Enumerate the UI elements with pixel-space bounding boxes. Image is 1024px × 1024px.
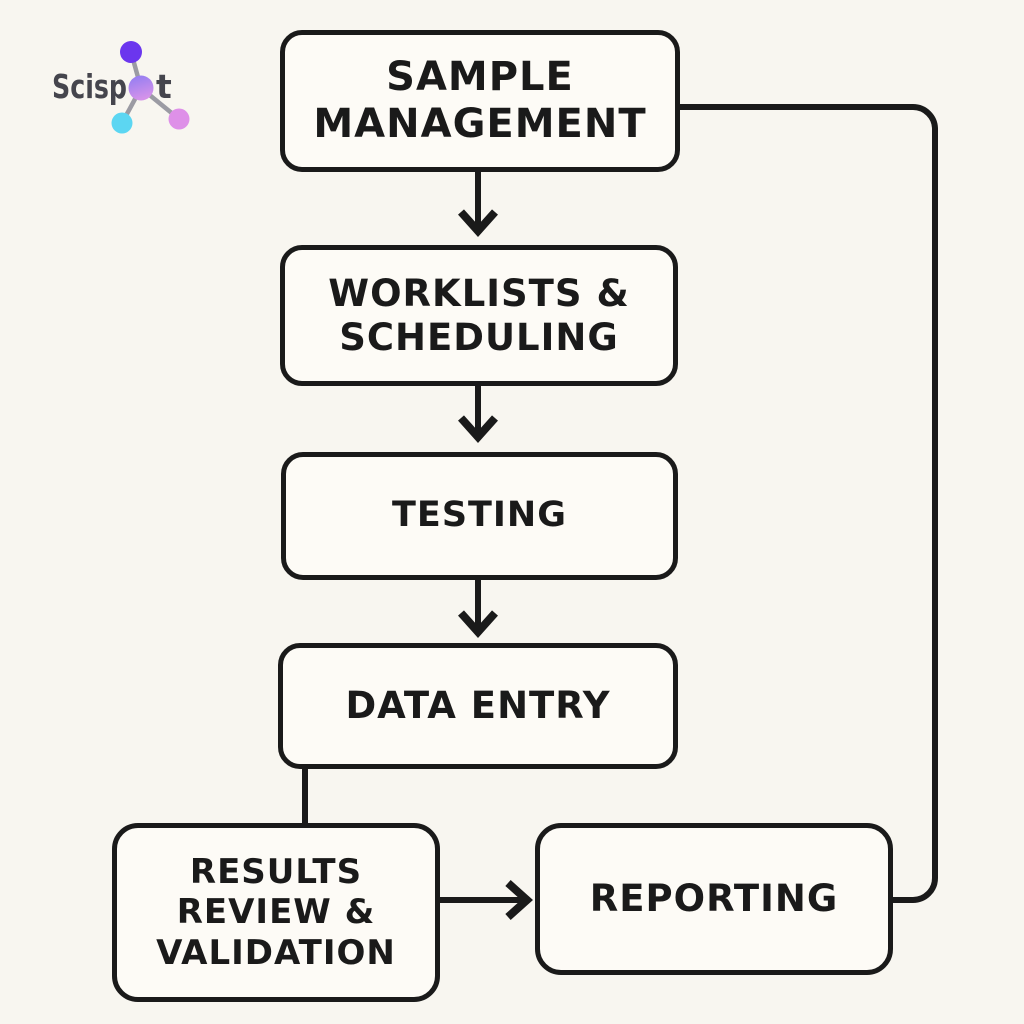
logo-text-before: Scisp xyxy=(52,67,127,106)
node-data-entry: DATA ENTRY xyxy=(278,643,678,769)
edge-results-to-reporting xyxy=(440,880,533,920)
node-testing: TESTING xyxy=(281,452,678,580)
node-label: TESTING xyxy=(392,495,567,536)
node-violet xyxy=(120,41,142,63)
edge-sample-to-reporting xyxy=(680,104,938,903)
node-label: DATA ENTRY xyxy=(345,684,611,728)
node-label: WORKLISTS & SCHEDULING xyxy=(328,271,630,359)
node-center xyxy=(128,75,154,101)
node-reporting: REPORTING xyxy=(535,823,893,975)
scispot-logo: Scisp t xyxy=(52,41,190,134)
node-sample-management: SAMPLE MANAGEMENT xyxy=(280,30,680,172)
edge-testing-to-dataentry xyxy=(458,580,498,638)
node-pink xyxy=(168,108,190,130)
node-worklists-scheduling: WORKLISTS & SCHEDULING xyxy=(280,245,678,386)
node-label: SAMPLE MANAGEMENT xyxy=(313,53,647,147)
molecule-icon xyxy=(111,41,190,134)
node-cyan xyxy=(111,112,133,134)
edge-sample-to-worklists xyxy=(458,172,498,237)
node-label: REPORTING xyxy=(589,877,839,921)
node-label: RESULTS REVIEW & VALIDATION xyxy=(156,852,396,973)
node-results-review-validation: RESULTS REVIEW & VALIDATION xyxy=(112,823,440,1002)
logo-text-after: t xyxy=(156,67,172,106)
edge-worklists-to-testing xyxy=(458,386,498,443)
